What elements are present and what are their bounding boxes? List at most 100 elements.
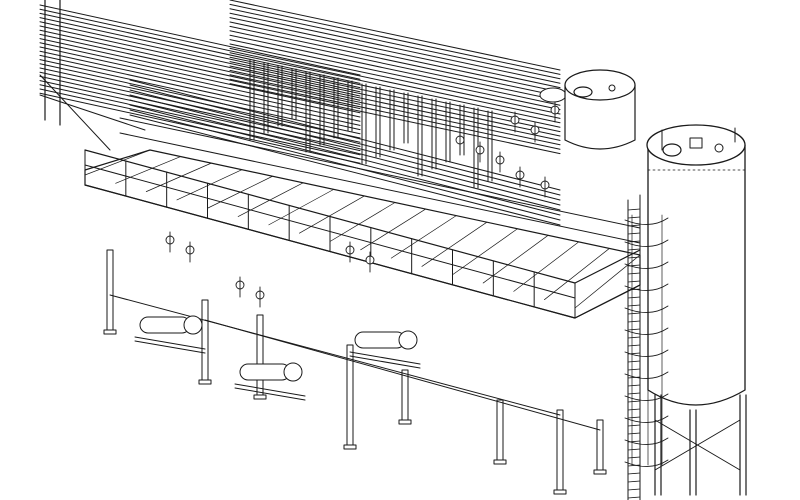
rung [627,248,641,251]
rung [627,296,641,299]
pipe [129,99,561,211]
column [256,314,264,396]
base-plate [398,419,412,425]
pipe [39,42,361,114]
grate-bar [544,248,610,301]
column [106,249,114,331]
rung [627,464,641,467]
pipe [229,43,561,115]
pipe [229,34,561,106]
small-storage-tank [564,69,636,150]
grate-bar [452,228,518,276]
handrails [84,117,641,319]
leg-brace [654,419,741,471]
rung [627,448,641,451]
pipe [39,63,361,135]
lower-beam [109,294,561,416]
pipe [229,56,561,128]
pipe [39,80,361,152]
pump-skid [234,383,306,397]
base-plate [553,489,567,495]
pump-motor [139,316,191,334]
base-plate [103,329,117,335]
rung [627,480,641,483]
pump-skid [234,387,306,401]
centrifugal-pumps [134,315,421,401]
pipe [39,38,361,110]
pipe [129,94,561,206]
grate-bar [482,234,549,284]
pipe [129,114,561,226]
rung [627,232,641,235]
grate-bar [176,169,243,201]
rung [627,320,641,323]
pipe [129,109,561,221]
rung [627,328,641,331]
pump [349,330,421,369]
rung [627,208,641,211]
pump-casing [283,362,303,382]
grate-bar [329,202,396,242]
rung [627,272,641,275]
pipe [229,21,561,93]
grate-bar [237,182,304,217]
pipe [39,54,361,126]
column [496,399,504,461]
pipe [39,29,361,101]
lower-beam [204,319,601,431]
pipe [39,21,361,93]
grate-bar [268,189,335,226]
pipe [229,17,561,89]
column [556,409,564,491]
grate-bar [574,254,641,309]
pipe [229,8,561,80]
rung [627,392,641,395]
pipe [39,88,361,160]
rung [627,376,641,379]
pump-skid [349,351,421,365]
rung [627,336,641,339]
top-rail [574,249,641,284]
base-plate [198,379,212,385]
rack-brace [39,94,146,131]
cage-hoop [624,459,669,467]
pipe [129,104,561,216]
pipe [229,61,561,133]
pipe [229,83,561,155]
column [596,419,604,471]
rung [627,432,641,435]
flow-meter [539,87,567,103]
pipe [229,3,561,75]
rung [627,456,641,459]
pipe [129,89,561,201]
back-rail [119,117,641,229]
pump-casing [398,330,418,350]
pump-skid [349,355,421,369]
pipe [229,0,561,71]
rung [627,216,641,219]
rung [627,424,641,427]
base-plate [253,394,267,400]
rung [627,312,641,315]
column [201,299,209,381]
rung [627,224,641,227]
rung [627,304,641,307]
caged-access-ladder [624,194,669,500]
pipe [39,59,361,131]
pump-skid [134,336,206,350]
base-plate [343,444,357,450]
pipe [39,4,361,76]
pipe [39,25,361,97]
rung [627,288,641,291]
support-columns [103,249,607,495]
pipe [39,12,361,84]
rung [627,256,641,259]
overhead-pipe-rack [39,0,561,226]
pipe [229,39,561,111]
rung [627,280,641,283]
pump-motor [354,331,406,349]
rung [627,384,641,387]
rung [627,360,641,363]
